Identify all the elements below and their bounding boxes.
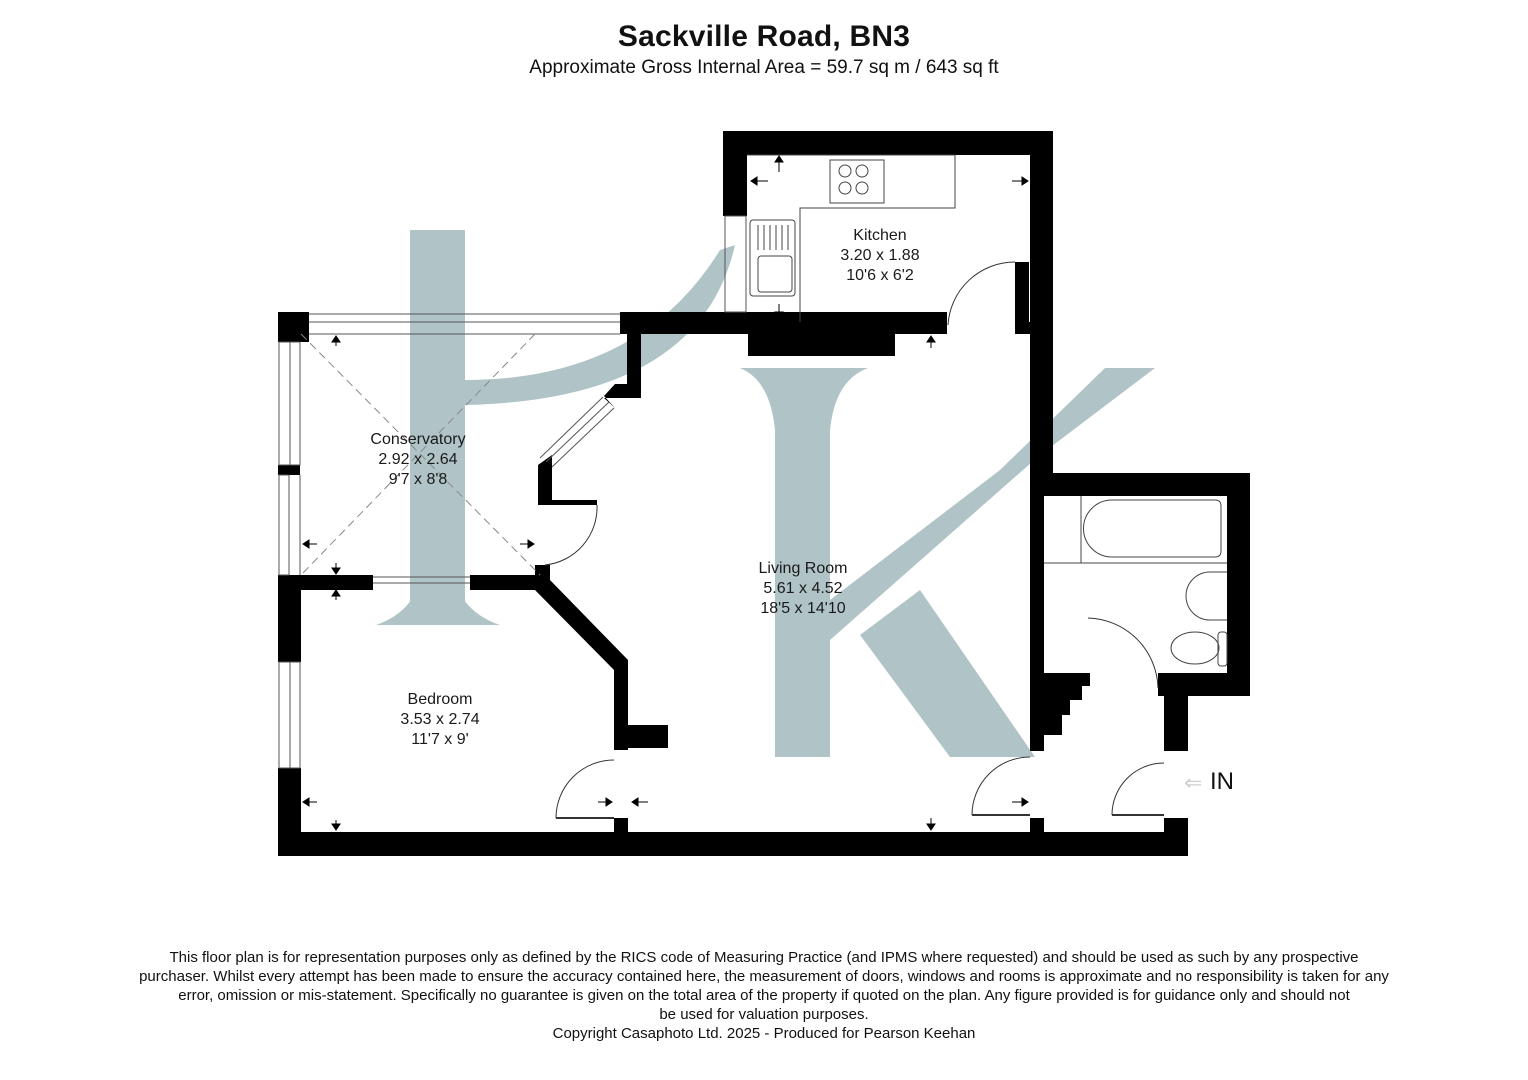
room-kitchen: Kitchen 3.20 x 1.88 10'6 x 6'2 (840, 226, 919, 286)
arrow-left-icon: ⇐ (1184, 770, 1203, 795)
copyright: Copyright Casaphoto Ltd. 2025 - Produced… (552, 1025, 976, 1042)
disclaimer-line: be used for valuation purposes. (659, 1006, 869, 1023)
windows (278, 215, 747, 769)
sink-icon (749, 219, 796, 297)
room-metric: 3.20 x 1.88 (840, 247, 920, 264)
disclaimer: This floor plan is for representation pu… (60, 948, 1468, 1043)
disclaimer-line: purchaser. Whilst every attempt has been… (139, 968, 1389, 985)
room-imperial: 18'5 x 14'10 (760, 600, 846, 617)
room-metric: 5.61 x 4.52 (763, 580, 843, 597)
glazed-roof-lines (300, 333, 541, 576)
measure-arrows (302, 155, 1029, 831)
walls (278, 131, 1250, 856)
room-name: Conservatory (370, 431, 466, 448)
toilet-icon (1170, 631, 1220, 665)
kitchen-fixtures (747, 154, 956, 322)
room-imperial: 9'7 x 8'8 (388, 471, 448, 488)
entrance-label: IN (1210, 768, 1234, 795)
hob-icon (829, 159, 885, 204)
room-name: Living Room (758, 560, 848, 577)
room-name: Bedroom (407, 691, 473, 708)
room-conservatory: Conservatory 2.92 x 2.64 9'7 x 8'8 (370, 430, 465, 490)
plan-title: Sackville Road, BN3 (617, 20, 911, 53)
room-metric: 3.53 x 2.74 (400, 711, 480, 728)
disclaimer-line: error, omission or mis-statement. Specif… (178, 987, 1350, 1004)
door-swings (544, 261, 1165, 819)
bath-icon (1083, 499, 1222, 558)
watermark-logo (376, 230, 1155, 757)
basin-icon (1185, 571, 1227, 621)
room-metric: 2.92 x 2.64 (378, 451, 458, 468)
room-imperial: 11'7 x 9' (411, 731, 469, 748)
gross-area: Approximate Gross Internal Area = 59.7 s… (529, 57, 999, 78)
room-bedroom: Bedroom 3.53 x 2.74 11'7 x 9' (400, 690, 479, 750)
disclaimer-line: This floor plan is for representation pu… (169, 949, 1359, 966)
room-name: Kitchen (853, 227, 907, 244)
room-living-room: Living Room 5.61 x 4.52 18'5 x 14'10 (759, 559, 848, 619)
bathroom-fixtures (1044, 496, 1228, 667)
room-imperial: 10'6 x 6'2 (846, 267, 914, 284)
